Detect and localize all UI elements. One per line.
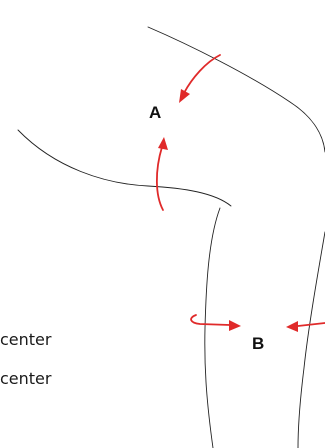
marker-label-a: A bbox=[149, 103, 161, 122]
thigh-lower-edge bbox=[17, 129, 232, 207]
shin-right-edge bbox=[297, 231, 325, 448]
thigh-upper-edge bbox=[147, 26, 325, 153]
shin-left-edge bbox=[204, 207, 221, 448]
marker-label-b: B bbox=[252, 334, 264, 353]
caption-line-2: center bbox=[0, 369, 52, 388]
caption-line-1: center bbox=[0, 330, 52, 349]
leg-outline bbox=[17, 26, 325, 448]
rotation-arrow-b-left bbox=[190, 314, 241, 331]
rotation-arrow-b-right bbox=[286, 321, 325, 332]
rotation-arrow-a-upper bbox=[179, 54, 221, 103]
rotation-arrow-a-lower bbox=[156, 137, 168, 211]
